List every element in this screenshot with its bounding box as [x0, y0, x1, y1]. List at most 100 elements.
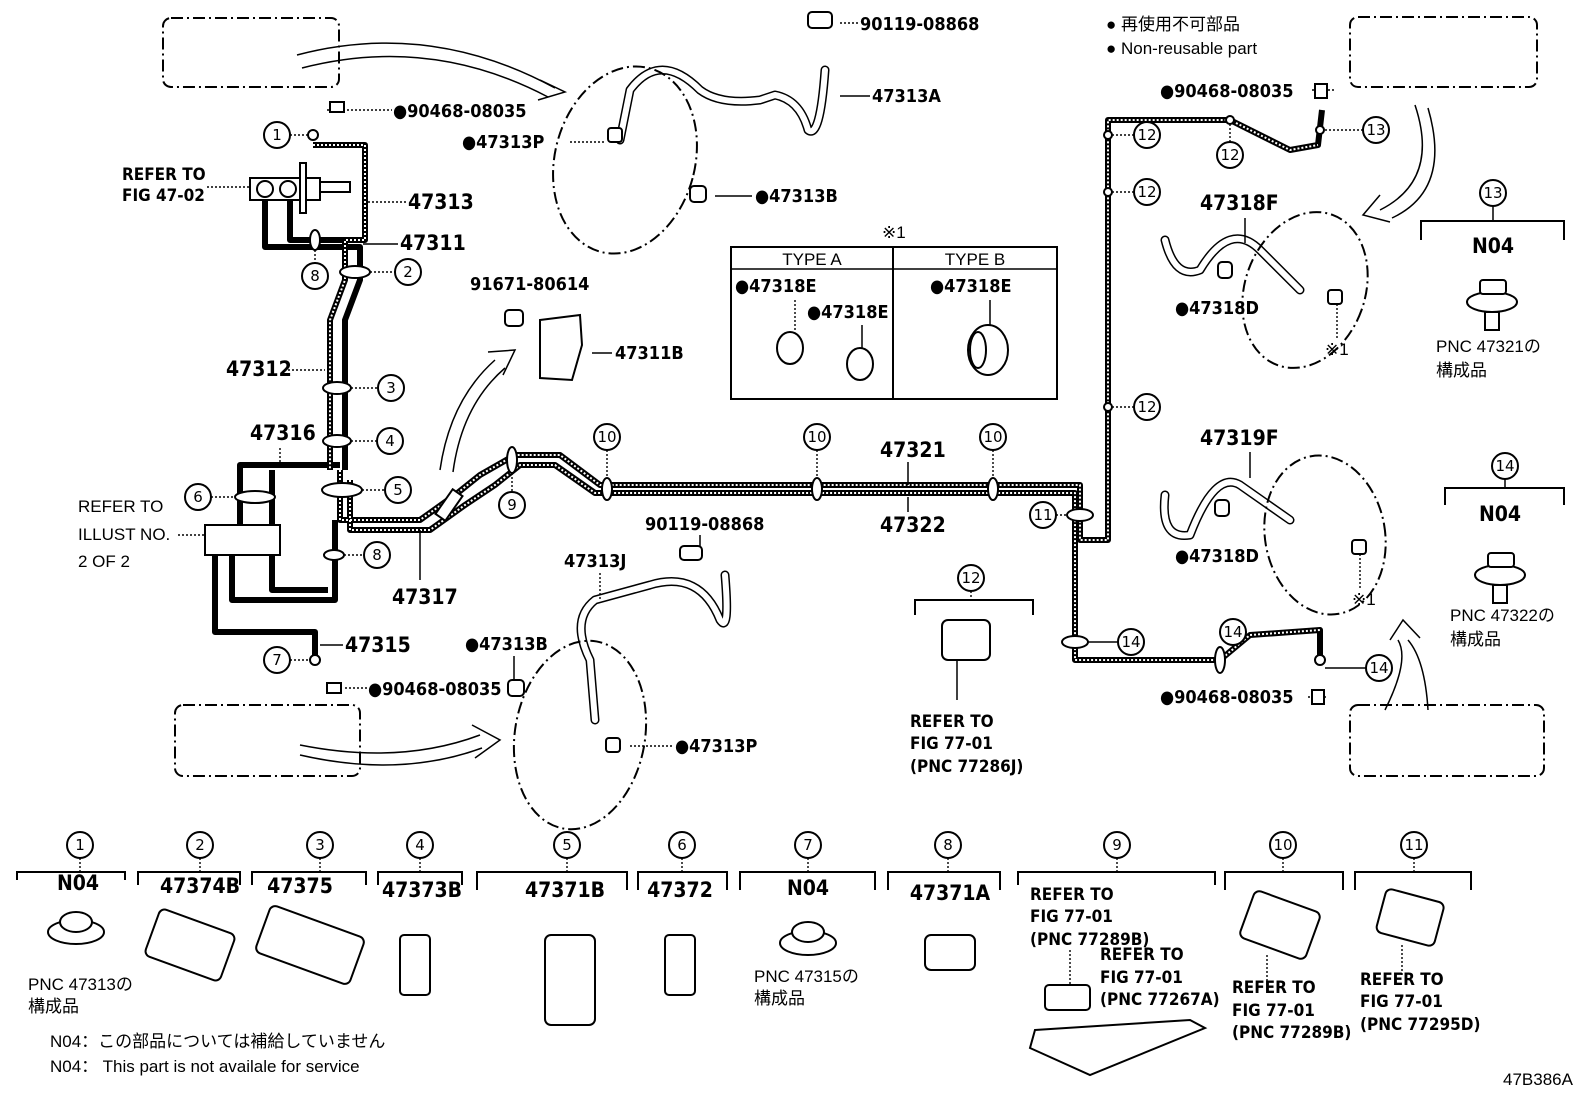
- part-47316[interactable]: 47316: [250, 421, 316, 445]
- bottom-clip-7-part[interactable]: N04: [787, 876, 829, 900]
- svg-text:12: 12: [1137, 183, 1156, 201]
- svg-text:FIG 77-01: FIG 77-01: [1232, 1001, 1315, 1021]
- part-90468-08035-br[interactable]: ●90468-08035: [1160, 687, 1294, 708]
- wheel-box-front-right: [1349, 16, 1538, 88]
- callout-7: 7: [263, 646, 310, 674]
- bottom-clip-5-part[interactable]: 47371B: [525, 878, 605, 902]
- part-47319F[interactable]: 47319F: [1200, 426, 1279, 450]
- part-90468-08035-bl[interactable]: ●90468-08035: [368, 679, 502, 700]
- part-47318D-top[interactable]: ●47318D: [1175, 298, 1259, 319]
- part-47322[interactable]: 47322: [880, 513, 946, 537]
- bottom-clip-2-part[interactable]: 47374B: [160, 874, 240, 898]
- part-47311B[interactable]: 47311B: [615, 343, 684, 364]
- svg-text:(PNC 77289B): (PNC 77289B): [1232, 1023, 1351, 1043]
- part-47315[interactable]: 47315: [345, 633, 411, 657]
- part-90119-08868-top[interactable]: 90119-08868: [860, 14, 979, 35]
- clip-icon: [1375, 888, 1445, 947]
- arrow-rear-left: [299, 724, 502, 766]
- bottom-clip-1-part[interactable]: N04: [57, 871, 99, 895]
- part-47313A[interactable]: 47313A: [872, 86, 941, 107]
- legend-en: ● Non-reusable part: [1106, 39, 1257, 58]
- wheel-box-front-left: [162, 17, 340, 88]
- junction-block: [204, 524, 281, 556]
- svg-text:10: 10: [983, 428, 1002, 446]
- part-90468-08035-tl[interactable]: ●90468-08035: [393, 101, 527, 122]
- bottom-clip-6: 6 47372: [637, 831, 728, 996]
- svg-text:14: 14: [1223, 623, 1242, 641]
- part-47318F[interactable]: 47318F: [1200, 191, 1279, 215]
- part-90119-08868-bottom[interactable]: 90119-08868: [645, 514, 764, 535]
- note-en: N04： This part is not availale for servi…: [50, 1057, 360, 1076]
- clip-47372-icon: [664, 934, 696, 996]
- type-a-part-2[interactable]: ●47318E: [807, 302, 889, 323]
- fittings: [326, 11, 1367, 753]
- part-90468-08035-tr[interactable]: ●90468-08035: [1160, 81, 1294, 102]
- part-47313B-bottom[interactable]: ●47313B: [465, 634, 548, 655]
- callout-12a: 12: [1112, 121, 1161, 149]
- callout-12d: 12: [1112, 393, 1161, 421]
- detail-circle-rr: [1263, 454, 1387, 616]
- part-47321[interactable]: 47321: [880, 438, 946, 462]
- clip-47371A-icon: [924, 934, 976, 971]
- part-47313P-top[interactable]: ●47313P: [462, 132, 544, 153]
- callout-13: 13: [1325, 116, 1390, 144]
- bottom-clip-3-part[interactable]: 47375: [267, 874, 333, 898]
- callout-5: 5: [362, 476, 412, 504]
- svg-text:REFER TO: REFER TO: [1030, 885, 1114, 905]
- svg-text:構成品: 構成品: [28, 997, 79, 1016]
- clip-47373B-icon: [399, 934, 431, 996]
- main-callouts: 1 2 3 4 5 6 7 8 8 9 10 10 10 11 12 12 12…: [184, 116, 1393, 682]
- callout-9: 9: [498, 473, 526, 519]
- bottom-clip-8-part[interactable]: 47371A: [910, 881, 991, 905]
- part-47313B-top[interactable]: ●47313B: [755, 186, 838, 207]
- svg-text:REFER TO: REFER TO: [1232, 978, 1316, 998]
- clip-icon: [1239, 890, 1321, 960]
- bolt-icon: [1217, 261, 1233, 279]
- svg-text:1: 1: [75, 836, 85, 854]
- part-47317[interactable]: 47317: [392, 585, 458, 609]
- detail-circle-fl: [552, 65, 698, 255]
- hose-front-right: [1160, 211, 1369, 369]
- hose-rear-right: [1159, 454, 1387, 616]
- clip-12-icon: [941, 619, 991, 661]
- clip-icon: [1311, 689, 1325, 705]
- bottom-clip-8: 8 47371A: [887, 831, 1001, 971]
- part-47318D-bottom[interactable]: ●47318D: [1175, 546, 1259, 567]
- ref-mark-fr: ※1: [1325, 340, 1349, 359]
- part-47313[interactable]: 47313: [408, 190, 474, 214]
- svg-text:5: 5: [562, 836, 572, 854]
- callout-10b: 10: [803, 423, 831, 478]
- bottom-clip-4-part[interactable]: 47373B: [382, 878, 462, 902]
- part-47313J[interactable]: 47313J: [564, 551, 626, 572]
- callout-11: 11: [1029, 501, 1067, 529]
- callout-3: 3: [351, 374, 405, 402]
- type-b-part[interactable]: ●47318E: [930, 276, 1012, 297]
- refer-fig4702-l2: FIG 47-02: [122, 186, 205, 206]
- part-91671-80614[interactable]: 91671-80614: [470, 274, 589, 295]
- clip-13-part[interactable]: N04: [1472, 234, 1514, 258]
- part-47312[interactable]: 47312: [226, 357, 292, 381]
- callout-1: 1: [263, 121, 308, 149]
- callout-12b: 12: [1216, 124, 1244, 169]
- svg-text:10: 10: [1273, 836, 1292, 854]
- figure-id: 47B386A: [1503, 1070, 1574, 1089]
- legend: ● 再使用不可部品 ● Non-reusable part: [1106, 14, 1257, 58]
- callout-2: 2: [370, 258, 422, 286]
- clip-group-12: 12 REFER TO FIG 77-01 (PNC 77286J): [910, 564, 1034, 777]
- bottom-clip-10: 10 REFER TO FIG 77-01 (PNC 77289B): [1224, 831, 1351, 1043]
- bottom-clip-4: 4 47373B: [377, 831, 463, 996]
- clip-ring-icon: [846, 347, 874, 381]
- svg-text:7: 7: [272, 651, 282, 669]
- bracket-47311B-icon: [539, 313, 584, 382]
- bottom-clip-6-part[interactable]: 47372: [647, 878, 713, 902]
- part-47313P-bottom[interactable]: ●47313P: [675, 736, 757, 757]
- type-a-part-1[interactable]: ●47318E: [735, 276, 817, 297]
- union-bolt-icon: [605, 737, 621, 753]
- clip-14-part[interactable]: N04: [1479, 502, 1521, 526]
- type-table: ※1 TYPE A TYPE B ●47318E ●47318E ●47318E: [730, 223, 1058, 400]
- part-47311[interactable]: 47311: [400, 231, 466, 255]
- type-b-label: TYPE B: [945, 250, 1005, 269]
- clip-13-pnc: PNC 47321の: [1436, 337, 1541, 356]
- callout-4: 4: [351, 427, 404, 455]
- svg-text:9: 9: [1112, 836, 1122, 854]
